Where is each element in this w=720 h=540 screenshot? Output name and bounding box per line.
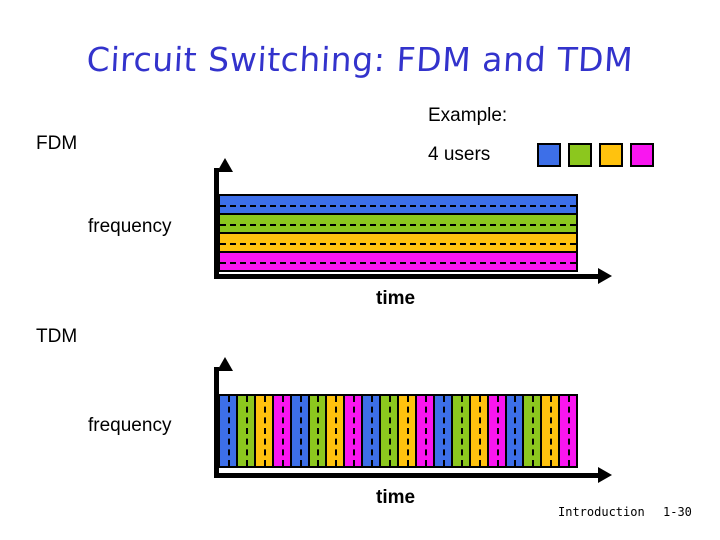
fdm-section-label: FDM (36, 133, 78, 154)
tdm-slot (470, 396, 489, 466)
tdm-chart (205, 357, 612, 487)
tdm-slot (363, 396, 382, 466)
tdm-slot (434, 396, 453, 466)
tdm-slot-divider (353, 396, 356, 466)
legend-swatch-user-2 (568, 143, 592, 167)
fdm-band-divider (220, 261, 576, 264)
tdm-slot-divider (442, 396, 445, 466)
tdm-slot (524, 396, 543, 466)
footer-section-label: Introduction (558, 505, 645, 519)
legend-swatch-user-4 (630, 143, 654, 167)
tdm-slot-divider (281, 396, 284, 466)
fdm-time-axis-arrow-icon (598, 268, 612, 284)
tdm-slot-divider (496, 396, 499, 466)
tdm-slot-divider (550, 396, 553, 466)
tdm-slot (488, 396, 507, 466)
tdm-slot (220, 396, 238, 466)
tdm-slot-divider (514, 396, 517, 466)
fdm-band-stack (218, 194, 578, 272)
tdm-slot (416, 396, 435, 466)
tdm-slot (560, 396, 577, 466)
footer-page-number: 1-30 (663, 505, 692, 519)
tdm-time-axis (214, 467, 612, 483)
tdm-frequency-axis-label: frequency (88, 415, 172, 436)
tdm-slot-divider (568, 396, 571, 466)
tdm-slot-divider (227, 396, 230, 466)
fdm-band-divider (220, 242, 576, 245)
tdm-section-label: TDM (36, 326, 78, 347)
tdm-slot-divider (460, 396, 463, 466)
tdm-slot (237, 396, 256, 466)
tdm-slot-divider (335, 396, 338, 466)
tdm-slot (273, 396, 292, 466)
fdm-chart (205, 158, 612, 288)
fdm-frequency-axis (214, 158, 233, 278)
example-label: Example: (428, 105, 508, 126)
tdm-slot-divider (245, 396, 248, 466)
tdm-slot-divider (263, 396, 266, 466)
tdm-slot-divider (424, 396, 427, 466)
tdm-slot-divider (532, 396, 535, 466)
fdm-time-axis (214, 268, 612, 284)
tdm-slot (506, 396, 525, 466)
tdm-slot (452, 396, 471, 466)
tdm-frequency-axis-arrow-icon (217, 357, 233, 371)
legend-swatch-user-1 (537, 143, 561, 167)
fdm-frequency-axis-label: frequency (88, 216, 172, 237)
tdm-slot-divider (389, 396, 392, 466)
fdm-band (220, 234, 576, 253)
tdm-slot (399, 396, 417, 466)
tdm-slot-row (218, 394, 578, 468)
users-count-label: 4 users (428, 144, 491, 165)
fdm-band (220, 215, 576, 234)
tdm-frequency-axis (214, 357, 233, 477)
fdm-band (220, 253, 576, 270)
tdm-time-axis-label: time (376, 487, 416, 508)
fdm-band-divider (220, 204, 576, 207)
user-legend (537, 143, 654, 167)
tdm-slot-divider (317, 396, 320, 466)
fdm-band-divider (220, 223, 576, 226)
tdm-time-axis-arrow-icon (598, 467, 612, 483)
tdm-slot-divider (299, 396, 302, 466)
tdm-slot (345, 396, 364, 466)
tdm-slot-divider (371, 396, 374, 466)
page-title: Circuit Switching: FDM and TDM (85, 40, 635, 79)
tdm-slot (255, 396, 274, 466)
legend-swatch-user-3 (599, 143, 623, 167)
tdm-slot (327, 396, 346, 466)
tdm-slot (381, 396, 400, 466)
tdm-slot (309, 396, 328, 466)
tdm-slot-divider (478, 396, 481, 466)
tdm-slot (291, 396, 310, 466)
fdm-band (220, 196, 576, 215)
fdm-frequency-axis-arrow-icon (217, 158, 233, 172)
fdm-time-axis-label: time (376, 288, 416, 309)
tdm-slot-divider (407, 396, 410, 466)
tdm-slot (542, 396, 561, 466)
